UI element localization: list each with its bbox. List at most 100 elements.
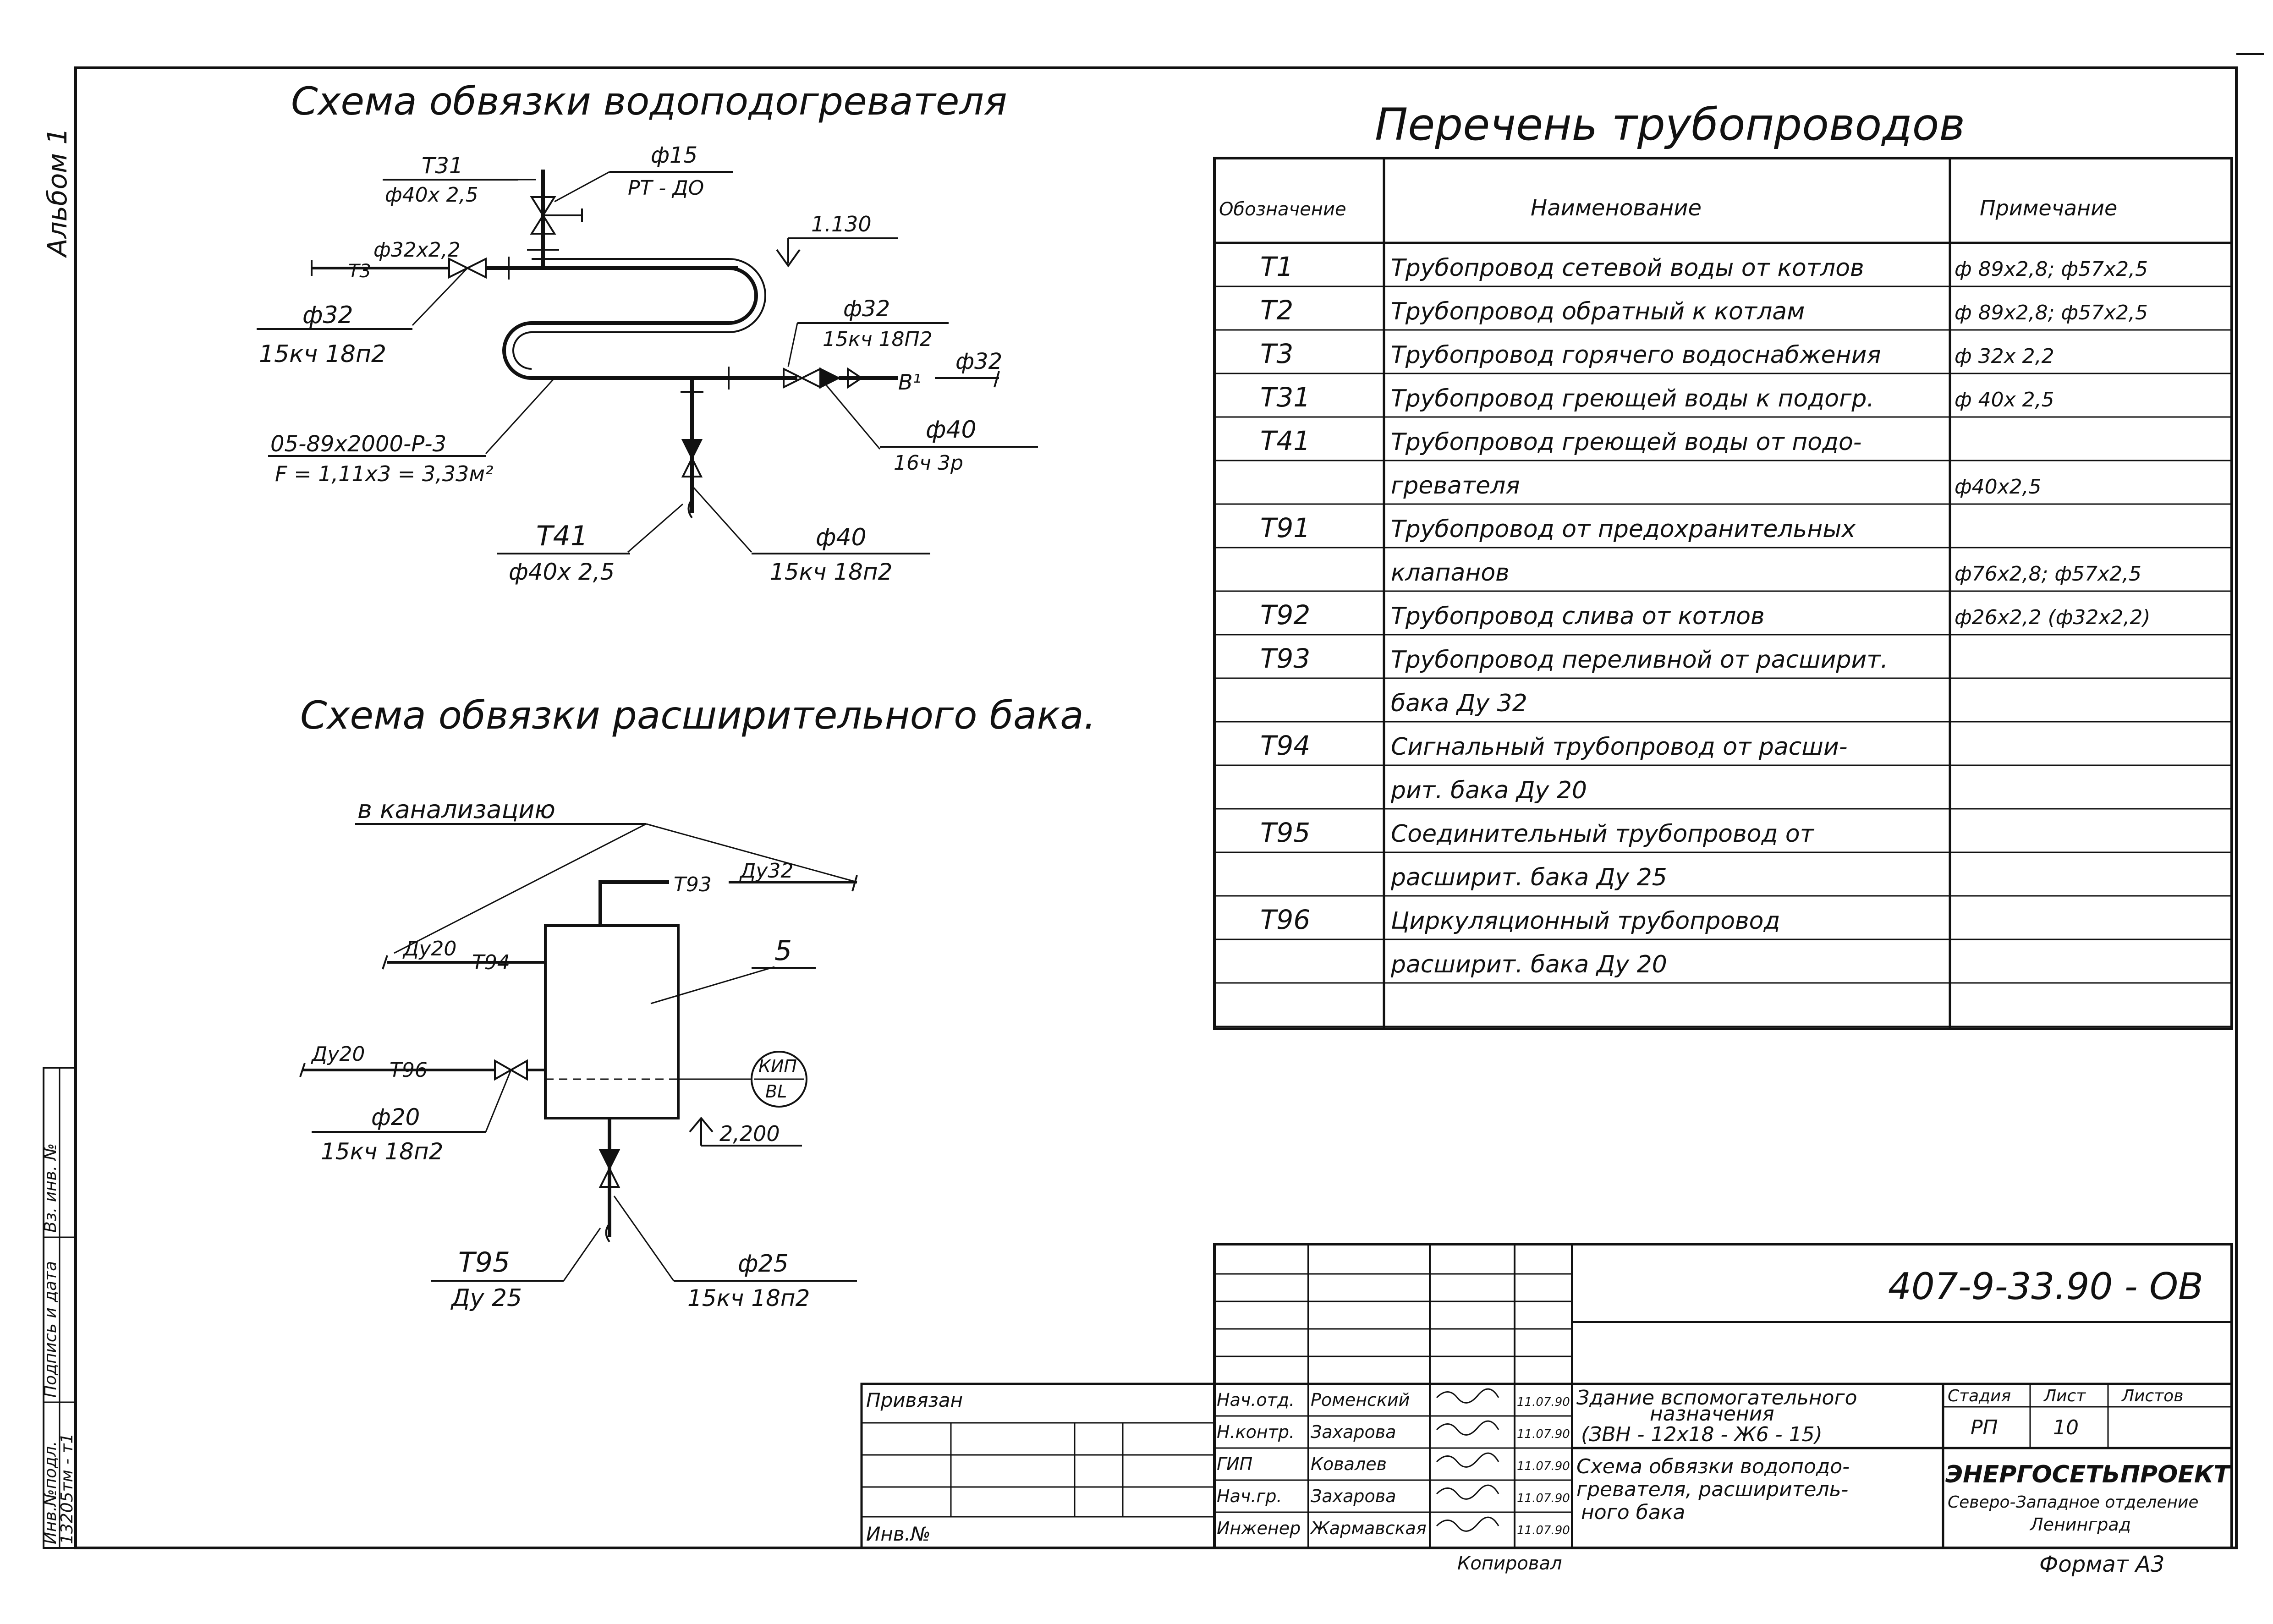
valve-icon: [847, 367, 863, 389]
heat-exchanger-shell: [512, 258, 766, 370]
row-designation: Т41: [1260, 425, 1310, 456]
d40b-label: ф40: [816, 524, 867, 551]
d32a-label: ф32: [302, 302, 353, 329]
signer-date: 11.07.90: [1517, 1524, 1570, 1537]
sheet-title-line-2: гревателя, расширитель-: [1576, 1478, 1848, 1501]
heat-exchanger-area: F = 1,11х3 = 3,33м²: [275, 461, 494, 486]
row-note: ф26х2,2 (ф32х2,2): [1955, 606, 2151, 629]
t31-label: Т31: [422, 153, 463, 179]
row-name: бака Ду 32: [1391, 690, 1527, 717]
leader-line: [485, 1070, 512, 1132]
sheet-header: Лист: [2043, 1387, 2086, 1405]
t93-label: Т93: [674, 873, 712, 896]
inv-orig-label: Инв.№подл.: [41, 1441, 60, 1544]
signer-date: 11.07.90: [1517, 1395, 1570, 1409]
row-name: клапанов: [1391, 559, 1510, 587]
v15-label: 15кч 18п2: [321, 1138, 443, 1165]
d32c-label: ф32: [955, 349, 1002, 374]
heater-scheme-title: Схема обвязки водоподогревателя: [291, 79, 1007, 124]
row-name: рит. бака Ду 20: [1390, 777, 1587, 804]
d20-label: ф20: [371, 1104, 420, 1130]
building-line-1: Здание вспомогательного: [1576, 1386, 1857, 1410]
signer-name: Роменский: [1311, 1390, 1410, 1410]
row-note: ф 40х 2,5: [1955, 388, 2054, 411]
signature-mark: [1436, 1420, 1499, 1436]
d15-label: ф15: [651, 143, 697, 168]
row-name: Трубопровод сетевой воды от котлов: [1391, 254, 1864, 282]
elevation-arrow: [776, 249, 801, 268]
pipe-list-title: Перечень трубопроводов: [1375, 99, 1965, 150]
sheet-value: 10: [2053, 1416, 2079, 1439]
row-note: ф40х2,5: [1955, 475, 2042, 499]
elevation-arrow: [689, 1116, 714, 1133]
leader-line: [787, 323, 798, 367]
du20a-label: Ду20: [402, 937, 456, 960]
row-note: ф76х2,8; ф57х2,5: [1955, 562, 2141, 586]
v15b-label: 15кч 18П2: [823, 328, 933, 351]
pipe-end: [382, 955, 388, 970]
signer-date: 11.07.90: [1517, 1459, 1570, 1473]
signer-name: Ковалев: [1311, 1454, 1387, 1474]
bound-label: Привязан: [866, 1389, 963, 1411]
sheet-title-line-1: Схема обвязки водоподо-: [1576, 1455, 1850, 1478]
tank-scheme-title: Схема обвязки расширительного бака.: [300, 693, 1096, 738]
rt-label: РТ - ДО: [628, 176, 704, 200]
row-note: ф 32х 2,2: [1955, 345, 2054, 368]
pipe-end: [687, 499, 693, 519]
signer-date: 11.07.90: [1517, 1492, 1570, 1505]
signer-name: Захарова: [1311, 1422, 1396, 1442]
building-line-2: назначения: [1650, 1402, 1774, 1426]
row-designation: Т96: [1260, 904, 1310, 935]
t94-label: Т94: [472, 951, 510, 974]
inv-no-label: Инв.№: [866, 1523, 931, 1545]
t41-label: Т41: [536, 520, 588, 552]
valve-icon: [465, 257, 487, 279]
copied-label: Копировал: [1457, 1553, 1562, 1574]
sheets-header: Листов: [2121, 1387, 2183, 1405]
tank-elevation: 2,200: [719, 1121, 780, 1146]
organization-city: Ленинград: [2029, 1514, 2131, 1535]
signer-role: ГИП: [1217, 1454, 1252, 1474]
kip-label: КИП: [758, 1056, 797, 1076]
valve-icon: [681, 439, 703, 461]
signature-mark: [1436, 1484, 1499, 1500]
pipe-list: Перечень трубопроводов Обозначение Наиме…: [1213, 99, 2233, 1030]
check-valve-icon: [819, 367, 841, 389]
pipe-end: [851, 875, 858, 892]
title-block: 407-9-33.90 - ОВ Привязан Инв.№ Нач.отд.…: [860, 1243, 2233, 1549]
row-designation: Т3: [1260, 338, 1293, 369]
album-label: Альбом 1: [42, 128, 73, 258]
signer-role: Инженер: [1217, 1518, 1301, 1538]
building-line-3: (ЗВН - 12х18 - Ж6 - 15): [1581, 1423, 1823, 1446]
heater-scheme: Схема обвязки водоподогревателя Т31 ф40х…: [257, 79, 1038, 585]
row-designation: Т94: [1260, 730, 1310, 761]
t96-label: Т96: [390, 1059, 428, 1082]
row-designation: Т2: [1260, 295, 1293, 326]
leader-line: [563, 1228, 601, 1281]
valve-icon: [681, 456, 703, 477]
row-designation: Т91: [1260, 512, 1310, 543]
signer-role: Нач.гр.: [1217, 1486, 1282, 1506]
heat-exchanger-coil: [502, 266, 758, 380]
signer-role: Нач.отд.: [1217, 1390, 1295, 1410]
leader-line: [394, 823, 647, 954]
stage-header: Стадия: [1948, 1387, 2011, 1405]
header-name: Наименование: [1531, 195, 1702, 221]
row-name: Трубопровод греющей воды от подо-: [1391, 428, 1862, 456]
signer-name: Жармавская: [1310, 1518, 1427, 1538]
inv-replace-label: Вз. инв. №: [41, 1143, 60, 1233]
signer-name: Захарова: [1311, 1486, 1396, 1506]
leader-line: [650, 966, 775, 1004]
row-name: Трубопровод греющей воды к подогр.: [1391, 385, 1874, 412]
format-label: Формат А3: [2039, 1552, 2164, 1577]
document-code: 407-9-33.90 - ОВ: [1888, 1265, 2203, 1308]
row-name: Трубопровод переливной от расширит.: [1391, 646, 1888, 674]
tank-scheme: Схема обвязки расширительного бака. в ка…: [299, 693, 1096, 1312]
row-designation: Т93: [1260, 643, 1310, 674]
signature-mark: [1436, 1516, 1499, 1532]
leader-line: [819, 378, 881, 450]
valve-icon: [530, 214, 556, 235]
leader-line: [691, 485, 752, 553]
tank-position-number: 5: [774, 935, 792, 967]
signer-role: Н.контр.: [1217, 1422, 1295, 1442]
